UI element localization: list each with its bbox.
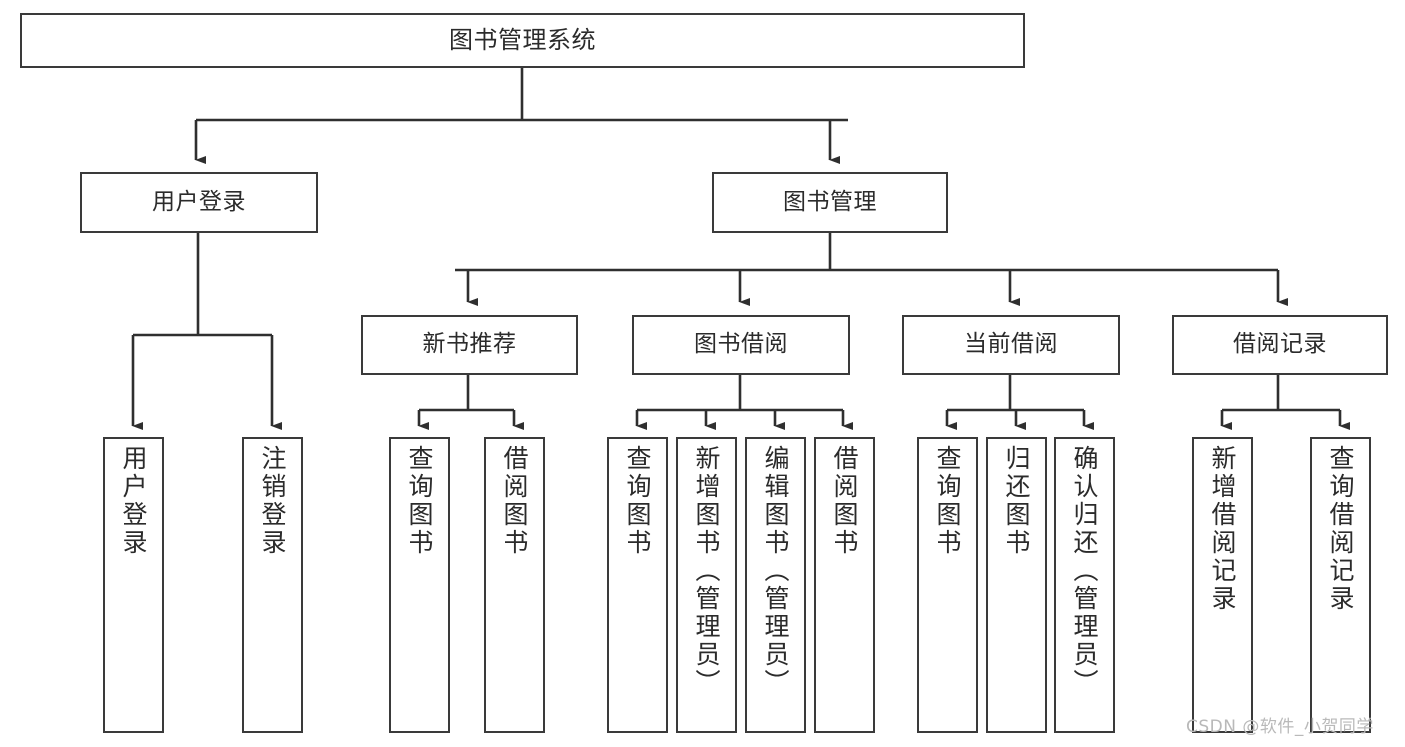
node-new-book-recommend-label: 新书推荐 — [422, 331, 517, 358]
node-leaf-query-record[interactable]: 查询借阅记录 — [1310, 437, 1371, 733]
node-user-login-label: 用户登录 — [152, 188, 246, 215]
node-leaf-query-book-1[interactable]: 查询图书 — [389, 437, 450, 733]
node-new-book-recommend[interactable]: 新书推荐 — [361, 315, 578, 375]
node-leaf-query-record-label: 查询借阅记录 — [1326, 445, 1355, 613]
node-leaf-user-login-label: 用户登录 — [119, 445, 148, 557]
node-root-label: 图书管理系统 — [449, 26, 596, 55]
csdn-watermark: CSDN @软件_小贺同学 — [1186, 717, 1374, 737]
node-current-borrow-label: 当前借阅 — [964, 331, 1058, 358]
node-leaf-add-record-label: 新增借阅记录 — [1208, 445, 1237, 613]
node-leaf-query-book-2[interactable]: 查询图书 — [607, 437, 668, 733]
node-leaf-edit-book[interactable]: 编辑图书（管理员） — [745, 437, 806, 733]
node-current-borrow[interactable]: 当前借阅 — [902, 315, 1120, 375]
node-leaf-borrow-book-2-label: 借阅图书 — [830, 445, 859, 557]
node-leaf-return-book[interactable]: 归还图书 — [986, 437, 1047, 733]
node-leaf-add-book[interactable]: 新增图书（管理员） — [676, 437, 737, 733]
node-book-borrow[interactable]: 图书借阅 — [632, 315, 850, 375]
node-leaf-return-book-label: 归还图书 — [1002, 445, 1031, 557]
node-leaf-edit-book-label: 编辑图书（管理员） — [761, 445, 790, 697]
node-leaf-query-book-1-label: 查询图书 — [405, 445, 434, 557]
node-book-management-label: 图书管理 — [783, 188, 877, 215]
node-user-login[interactable]: 用户登录 — [80, 172, 318, 233]
node-leaf-add-record[interactable]: 新增借阅记录 — [1192, 437, 1253, 733]
node-leaf-borrow-book-2[interactable]: 借阅图书 — [814, 437, 875, 733]
node-root[interactable]: 图书管理系统 — [20, 13, 1025, 68]
node-leaf-add-book-label: 新增图书（管理员） — [692, 445, 721, 697]
node-leaf-borrow-book-1[interactable]: 借阅图书 — [484, 437, 545, 733]
node-book-borrow-label: 图书借阅 — [694, 331, 788, 358]
node-leaf-logout-login[interactable]: 注销登录 — [242, 437, 303, 733]
node-leaf-confirm-return-label: 确认归还（管理员） — [1070, 445, 1099, 697]
node-leaf-logout-login-label: 注销登录 — [258, 445, 287, 557]
node-borrow-record[interactable]: 借阅记录 — [1172, 315, 1388, 375]
node-leaf-query-book-2-label: 查询图书 — [623, 445, 652, 557]
node-leaf-borrow-book-1-label: 借阅图书 — [500, 445, 529, 557]
node-leaf-confirm-return[interactable]: 确认归还（管理员） — [1054, 437, 1115, 733]
node-leaf-user-login[interactable]: 用户登录 — [103, 437, 164, 733]
node-borrow-record-label: 借阅记录 — [1233, 331, 1327, 358]
node-leaf-query-book-3[interactable]: 查询图书 — [917, 437, 978, 733]
node-leaf-query-book-3-label: 查询图书 — [933, 445, 962, 557]
node-book-management[interactable]: 图书管理 — [712, 172, 948, 233]
